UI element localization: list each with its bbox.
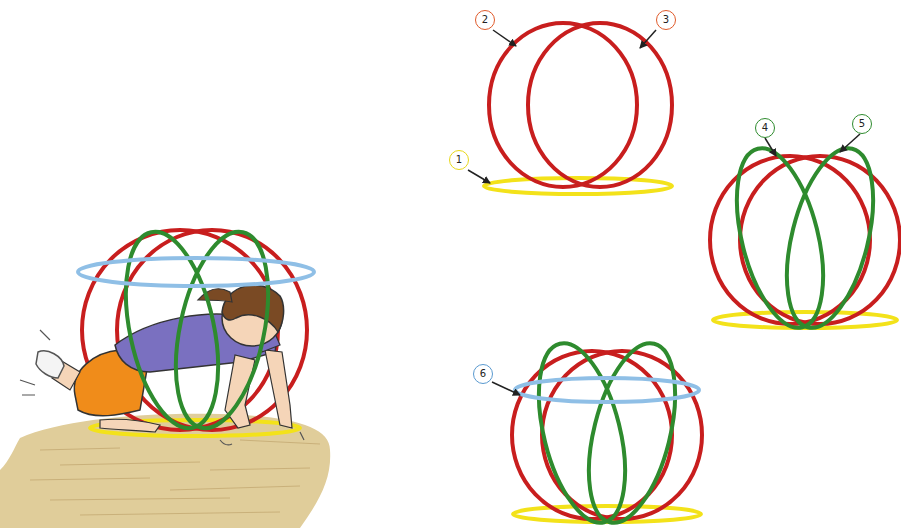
callout-number: 1: [449, 150, 469, 170]
girl-figure: [20, 285, 304, 445]
callout-text: 6: [480, 369, 486, 379]
callout-number: 6: [473, 364, 493, 384]
callout-number: 3: [656, 10, 676, 30]
callout-number: 5: [852, 114, 872, 134]
callout-text: 1: [456, 155, 462, 165]
callout-number: 4: [755, 118, 775, 138]
callout-number: 2: [475, 10, 495, 30]
callout-text: 3: [663, 15, 669, 25]
callout-text: 2: [482, 15, 488, 25]
callout-text: 4: [762, 123, 768, 133]
leader-lines: [468, 30, 860, 395]
callout-text: 5: [859, 119, 865, 129]
